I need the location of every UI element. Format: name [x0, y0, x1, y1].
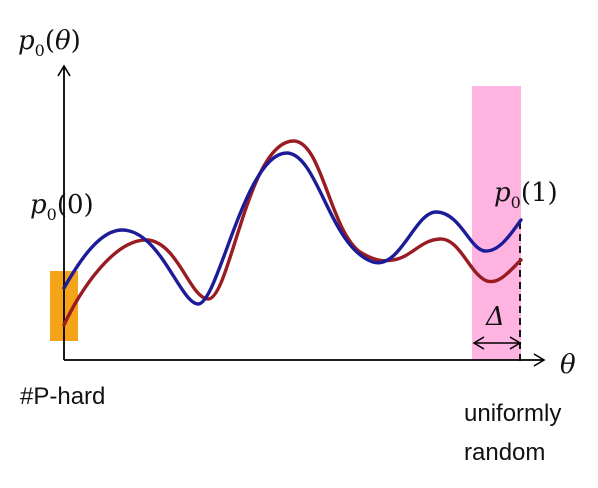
- right-region-label-line1: uniformly: [464, 400, 561, 427]
- red-curve: [62, 139, 523, 327]
- y-axis-label: p0(θ): [18, 26, 81, 60]
- blue-curve: [62, 151, 523, 306]
- delta-label: Δ: [485, 302, 505, 332]
- left-region-label: #P-hard: [20, 383, 105, 410]
- left-value-label: p0(0): [30, 190, 94, 224]
- x-axis-label: θ: [560, 350, 576, 380]
- right-region-band: [472, 86, 521, 360]
- right-value-label: p0(1): [494, 178, 558, 212]
- right-region-label-line2: random: [464, 439, 545, 466]
